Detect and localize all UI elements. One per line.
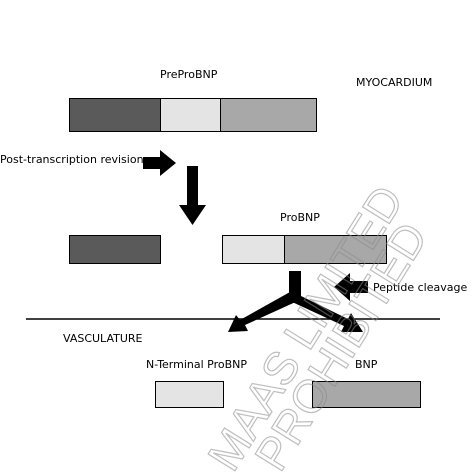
peptide-cleavage-arrow-icon — [334, 273, 368, 301]
signal-peptide-fragment — [69, 235, 161, 264]
probnp-light-segment — [222, 235, 285, 264]
split-arrow-right-icon — [290, 292, 363, 332]
preprobnp-label: PreProBNP — [160, 68, 218, 81]
preprobnp-mid-segment — [220, 98, 317, 132]
post-transcription-arrow-icon — [143, 150, 176, 176]
myocardium-label: MYOCARDIUM — [356, 76, 433, 89]
preprobnp-dark-segment — [69, 98, 161, 132]
bnp-label: BNP — [355, 358, 378, 371]
probnp-label: ProBNP — [280, 211, 320, 224]
down-arrow-icon — [179, 166, 206, 225]
probnp-mid-segment — [284, 235, 387, 264]
nterminal-probnp-box — [155, 381, 224, 408]
post-transcription-label: Post-transcription revision — [0, 153, 144, 166]
split-arrow-left-icon — [228, 292, 300, 332]
vasculature-label: VASCULATURE — [63, 332, 143, 345]
bnp-box — [312, 381, 421, 408]
preprobnp-light-segment — [160, 98, 221, 132]
peptide-cleavage-label: Peptide cleavage — [373, 281, 468, 294]
nterminal-label: N-Terminal ProBNP — [146, 358, 248, 371]
